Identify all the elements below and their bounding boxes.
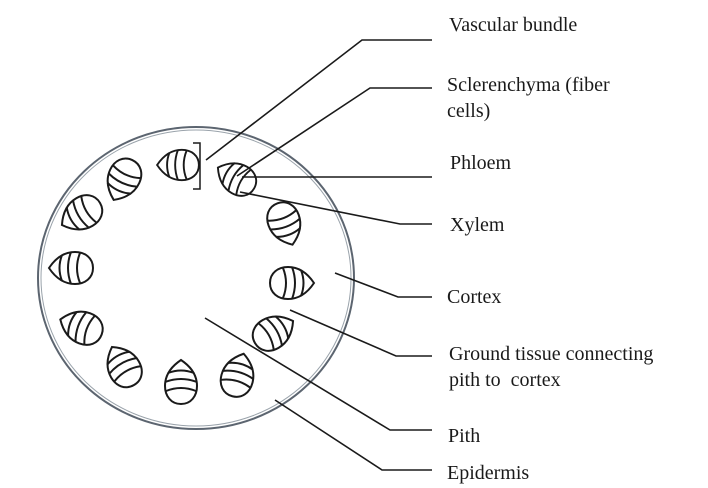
label-sclerenchyma-line-1: Sclerenchyma (fiber — [447, 72, 610, 98]
label-cortex: Cortex — [447, 284, 501, 310]
vascular-bundle-6 — [217, 350, 259, 401]
vascular-bundle-1 — [157, 150, 199, 180]
vascular-bundle-3 — [262, 198, 307, 250]
leader-cortex — [335, 273, 432, 297]
label-xylem: Xylem — [450, 212, 504, 238]
vascular-bundle-7 — [165, 360, 197, 404]
leader-vascular-bundle — [206, 40, 432, 160]
vascular-bundle-10 — [49, 252, 93, 284]
vascular-bundle-12 — [99, 153, 147, 206]
vascular-bundle-8 — [98, 339, 148, 393]
label-vascular-bundle: Vascular bundle — [449, 12, 577, 38]
label-phloem: Phloem — [450, 150, 511, 176]
vascular-bundle-9 — [55, 304, 107, 349]
label-ground-tissue-line-2: pith to cortex — [449, 367, 653, 393]
label-sclerenchyma: Sclerenchyma (fiber cells) — [447, 72, 610, 124]
label-ground-tissue: Ground tissue connecting pith to cortex — [449, 341, 653, 393]
vascular-bundle-4 — [270, 267, 314, 299]
vascular-bundle-5 — [247, 307, 301, 357]
leader-sclerenchyma — [237, 88, 432, 176]
label-ground-tissue-line-1: Ground tissue connecting — [449, 341, 653, 367]
leader-epidermis — [275, 400, 432, 470]
leader-ground-tissue — [290, 310, 432, 356]
label-pith: Pith — [448, 423, 480, 449]
label-epidermis: Epidermis — [447, 460, 529, 486]
label-sclerenchyma-line-2: cells) — [447, 98, 610, 124]
